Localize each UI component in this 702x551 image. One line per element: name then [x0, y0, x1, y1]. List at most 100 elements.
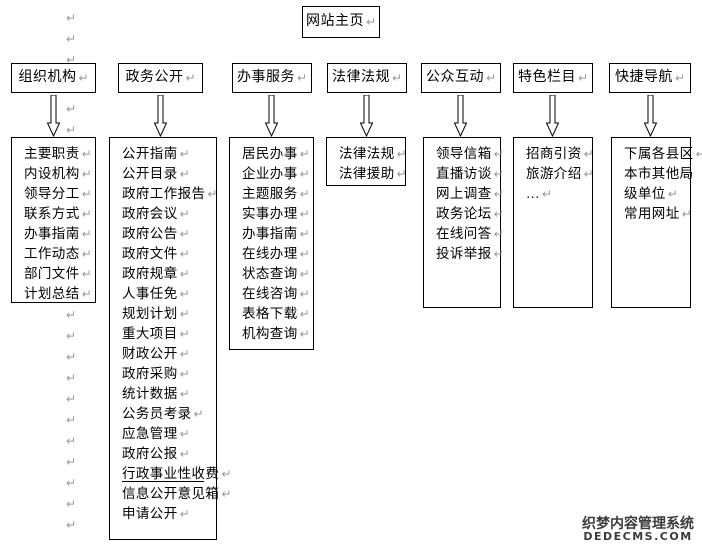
- list-item[interactable]: 信息公开意见箱↵: [110, 484, 231, 504]
- pilcrow-mark: ↵: [493, 207, 505, 221]
- list-item[interactable]: 法律法规↵: [327, 144, 407, 164]
- list-item[interactable]: 办事指南↵: [12, 224, 95, 244]
- list-item[interactable]: 机构查询↵: [230, 324, 313, 344]
- list-item-label: 直播访谈: [436, 166, 492, 181]
- list-item-label: 机构查询: [242, 326, 298, 341]
- pilcrow-mark: ↵: [179, 267, 191, 281]
- list-item[interactable]: 办事指南↵: [230, 224, 313, 244]
- watermark-en-text: DEDECMS.COM: [583, 530, 693, 544]
- category-header-organization[interactable]: 组织机构↵: [11, 63, 96, 93]
- category-header-featured[interactable]: 特色栏目↵: [513, 63, 593, 93]
- list-item[interactable]: 直播访谈↵: [424, 164, 504, 184]
- list-item[interactable]: 政务论坛↵: [424, 204, 504, 224]
- root-node-website-home[interactable]: 网站主页↵: [302, 6, 380, 38]
- pilcrow-mark: ↵: [299, 147, 311, 161]
- list-item[interactable]: 人事任免↵: [110, 284, 216, 304]
- category-header-public-interaction[interactable]: 公众互动↵: [421, 63, 501, 93]
- connector-arrow-organization: [47, 95, 60, 137]
- list-item[interactable]: 在线咨询↵: [230, 284, 313, 304]
- list-box-featured: 招商引资↵旅游介绍↵…↵: [513, 137, 595, 308]
- pilcrow-mark: ↵: [221, 467, 232, 481]
- list-item[interactable]: 投诉举报↵: [424, 244, 504, 264]
- list-item[interactable]: 本市其他局: [612, 164, 693, 184]
- list-item[interactable]: 政府会议↵: [110, 204, 216, 224]
- list-item[interactable]: 行政事业性收费↵: [110, 464, 231, 484]
- list-item[interactable]: 内设机构↵: [12, 164, 95, 184]
- list-item[interactable]: 旅游介绍↵: [514, 164, 595, 184]
- paragraph-mark: ↵: [66, 53, 77, 67]
- list-item[interactable]: 工作动态↵: [12, 244, 95, 264]
- list-item[interactable]: 政府公告↵: [110, 224, 216, 244]
- list-item[interactable]: 企业办事↵: [230, 164, 313, 184]
- list-item[interactable]: 居民办事↵: [230, 144, 313, 164]
- list-item[interactable]: 政府工作报告↵: [110, 184, 217, 204]
- pilcrow-mark: ↵: [179, 147, 191, 161]
- list-item[interactable]: 政府采购↵: [110, 364, 216, 384]
- paragraph-mark: ↵: [66, 455, 77, 469]
- list-item[interactable]: 部门文件↵: [12, 264, 95, 284]
- list-box-organization: 主要职责↵内设机构↵领导分工↵联系方式↵办事指南↵工作动态↵部门文件↵计划总结↵: [11, 137, 96, 303]
- list-item[interactable]: 财政公开↵: [110, 344, 216, 364]
- list-item-label: 居民办事: [242, 146, 298, 161]
- pilcrow-mark: ↵: [179, 207, 191, 221]
- list-item[interactable]: 实事办理↵: [230, 204, 313, 224]
- list-item[interactable]: 表格下载↵: [230, 304, 313, 324]
- list-item[interactable]: 招商引资↵: [514, 144, 594, 164]
- list-item[interactable]: 政府规章↵: [110, 264, 216, 284]
- list-item[interactable]: 领导信箱↵: [424, 144, 504, 164]
- list-item[interactable]: 计划总结↵: [12, 284, 95, 304]
- list-item[interactable]: 重大项目↵: [110, 324, 216, 344]
- pilcrow-mark: ↵: [577, 71, 589, 85]
- list-item[interactable]: 在线问答↵: [424, 224, 504, 244]
- list-item[interactable]: 公开指南↵: [110, 144, 216, 164]
- list-item[interactable]: 常用网址↵: [612, 204, 692, 224]
- list-item-label: 本市其他局: [624, 166, 694, 181]
- list-item-label: 重大项目: [122, 326, 178, 341]
- list-item-label: 在线问答: [436, 226, 492, 241]
- list-item-label: 办事指南: [24, 226, 80, 241]
- paragraph-mark: ↵: [66, 308, 77, 322]
- list-box-services: 居民办事↵企业办事↵主题服务↵实事办理↵办事指南↵在线办理↵状态查询↵在线咨询↵…: [229, 137, 314, 350]
- list-item[interactable]: 法律援助↵: [327, 164, 407, 184]
- category-header-government-affairs[interactable]: 政务公开↵: [118, 63, 203, 93]
- list-item-label: 联系方式: [24, 206, 80, 221]
- list-item[interactable]: 主要职责↵: [12, 144, 95, 164]
- list-item[interactable]: 下属各县区↵: [612, 144, 702, 164]
- category-header-services[interactable]: 办事服务↵: [232, 63, 312, 93]
- list-item[interactable]: 政府公报↵: [110, 444, 216, 464]
- category-header-label: 政务公开: [125, 70, 184, 85]
- list-item[interactable]: 公务员考录↵: [110, 404, 216, 424]
- list-item[interactable]: 政府文件↵: [110, 244, 216, 264]
- pilcrow-mark: ↵: [299, 187, 311, 201]
- list-item-label: 公务员考录: [122, 406, 192, 421]
- connector-arrow-government-affairs: [154, 95, 167, 137]
- paragraph-mark: ↵: [66, 102, 77, 116]
- pilcrow-mark: ↵: [179, 287, 191, 301]
- list-item[interactable]: 申请公开↵: [110, 504, 216, 524]
- pilcrow-mark: ↵: [493, 167, 505, 181]
- list-item-label: 公开目录: [122, 166, 178, 181]
- list-item[interactable]: 主题服务↵: [230, 184, 313, 204]
- paragraph-mark: ↵: [66, 329, 77, 343]
- list-item-label: 公开指南: [122, 146, 178, 161]
- list-item[interactable]: 联系方式↵: [12, 204, 95, 224]
- list-item-label: 政府公告: [122, 226, 178, 241]
- list-item[interactable]: 状态查询↵: [230, 264, 313, 284]
- list-item-label: 工作动态: [24, 246, 80, 261]
- paragraph-mark: ↵: [66, 434, 77, 448]
- list-item[interactable]: 在线办理↵: [230, 244, 313, 264]
- list-item[interactable]: 应急管理↵: [110, 424, 216, 444]
- list-item[interactable]: 网上调查↵: [424, 184, 504, 204]
- paragraph-mark: ↵: [66, 350, 77, 364]
- category-header-quick-nav[interactable]: 快捷导航↵: [609, 63, 691, 93]
- pilcrow-mark: ↵: [583, 167, 595, 181]
- category-header-laws[interactable]: 法律法规↵: [327, 63, 407, 93]
- list-item[interactable]: 公开目录↵: [110, 164, 216, 184]
- pilcrow-mark: ↵: [296, 71, 308, 85]
- list-box-government-affairs: 公开指南↵公开目录↵政府工作报告↵政府会议↵政府公告↵政府文件↵政府规章↵人事任…: [109, 137, 231, 540]
- list-item[interactable]: 级单位↵: [612, 184, 690, 204]
- list-item[interactable]: 统计数据↵: [110, 384, 216, 404]
- list-item[interactable]: 领导分工↵: [12, 184, 95, 204]
- list-item[interactable]: …↵: [514, 184, 592, 204]
- list-item[interactable]: 规划计划↵: [110, 304, 216, 324]
